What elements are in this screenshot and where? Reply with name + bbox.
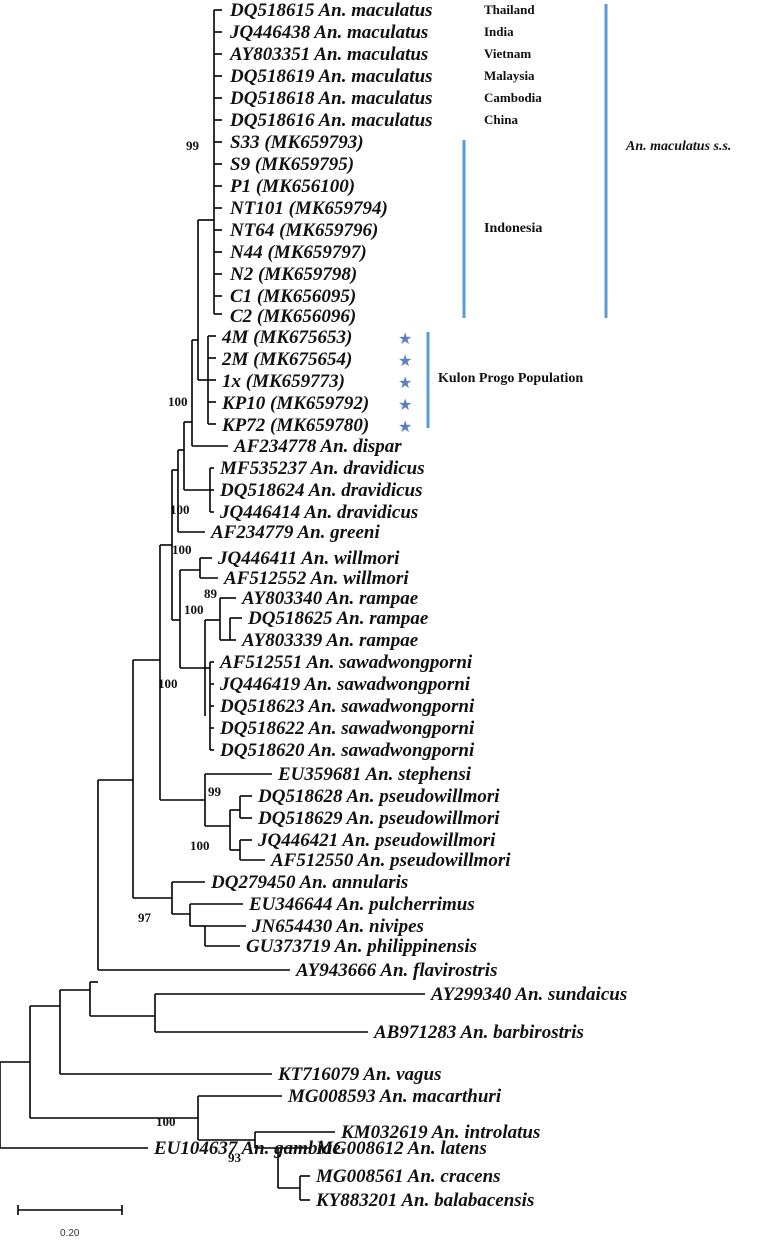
leaf-label: EU104637 An. gambiae (153, 1138, 341, 1159)
bootstrap-values: 99 100 100 100 100 89 100 99 100 97 100 … (138, 138, 242, 1165)
bootstrap-value: 89 (204, 586, 218, 601)
star-icon: ★ (398, 397, 412, 414)
leaf-label: DQ518624 An. dravidicus (219, 480, 423, 501)
leaf-label: S33 (MK659793) (230, 132, 364, 153)
bootstrap-value: 100 (156, 1114, 176, 1129)
leaf-label: DQ518622 An. sawadwongporni (219, 718, 475, 739)
leaf-label: MG008561 An. cracens (315, 1166, 501, 1187)
leaf-label: DQ518619 An. maculatus (229, 66, 433, 87)
leaf-label: AF512551 An. sawadwongporni (219, 652, 473, 673)
kulon-progo-stars: ★ ★ ★ ★ ★ (398, 331, 412, 436)
leaf-label: AY803351 An. maculatus (229, 44, 428, 65)
bootstrap-value: 100 (170, 502, 190, 517)
leaf-label: JN654430 An. nivipes (251, 916, 424, 937)
country-label: Thailand (484, 2, 535, 17)
leaf-label: C1 (MK656095) (230, 286, 356, 307)
leaf-label: 1x (MK659773) (222, 371, 345, 392)
country-label: Malaysia (484, 68, 535, 83)
leaf-label: AY299340 An. sundaicus (430, 984, 627, 1005)
leaf-label: DQ518620 An. sawadwongporni (219, 740, 475, 761)
leaf-label: KY883201 An. balabacensis (315, 1190, 534, 1211)
leaf-label: AF512550 An. pseudowillmori (270, 850, 511, 871)
bootstrap-value: 97 (138, 910, 152, 925)
scale-bar-label: 0.20 (60, 1228, 80, 1239)
leaf-label: 4M (MK675653) (221, 327, 352, 348)
leaf-label: P1 (MK656100) (229, 176, 355, 197)
leaf-label: AF234779 An. greeni (210, 522, 380, 543)
clade-annotations: An. maculatus s.s. Indonesia Kulon Progo… (426, 4, 731, 428)
leaf-label: JQ446414 An. dravidicus (219, 502, 418, 523)
leaf-label: JQ446421 An. pseudowillmori (257, 830, 496, 851)
bootstrap-value: 100 (184, 602, 204, 617)
bootstrap-value: 100 (158, 676, 178, 691)
country-labels: Thailand India Vietnam Malaysia Cambodia… (484, 2, 542, 127)
leaf-label: C2 (MK656096) (230, 306, 356, 327)
leaf-label: N2 (MK659798) (229, 264, 357, 285)
star-icon: ★ (398, 331, 412, 348)
leaf-label: MG008612 An. latens (315, 1138, 487, 1159)
bootstrap-value: 100 (172, 542, 192, 557)
country-label: Cambodia (484, 90, 542, 105)
leaf-label: S9 (MK659795) (230, 154, 354, 175)
leaf-label: KP10 (MK659792) (221, 393, 369, 414)
leaf-label: KP72 (MK659780) (221, 415, 369, 436)
leaf-labels: DQ518615 An. maculatus JQ446438 An. macu… (153, 0, 627, 1211)
leaf-label: DQ518628 An. pseudowillmori (257, 786, 500, 807)
bootstrap-value: 93 (228, 1150, 242, 1165)
leaf-label: NT101 (MK659794) (229, 198, 388, 219)
leaf-label: DQ279450 An. annularis (210, 872, 408, 893)
leaf-label: AY803340 An. rampae (241, 588, 419, 609)
leaf-label: N44 (MK659797) (229, 242, 367, 263)
leaf-label: DQ518629 An. pseudowillmori (257, 808, 500, 829)
leaf-label: NT64 (MK659796) (229, 220, 378, 241)
leaf-label: EU346644 An. pulcherrimus (248, 894, 475, 915)
leaf-label: DQ518616 An. maculatus (229, 110, 433, 131)
indonesia-label: Indonesia (484, 221, 542, 236)
leaf-label: 2M (MK675654) (221, 349, 352, 370)
leaf-label: JQ446419 An. sawadwongporni (219, 674, 471, 695)
tree-branches (0, 9, 425, 1201)
bootstrap-value: 99 (186, 138, 200, 153)
leaf-label: JQ446438 An. maculatus (229, 22, 428, 43)
maculatus-ss-label: An. maculatus s.s. (625, 139, 731, 154)
leaf-label: MG008593 An. macarthuri (287, 1086, 502, 1107)
star-icon: ★ (398, 353, 412, 370)
bootstrap-value: 100 (168, 394, 188, 409)
leaf-label: AF512552 An. willmori (223, 568, 409, 589)
star-icon: ★ (398, 375, 412, 392)
bootstrap-value: 100 (190, 838, 210, 853)
kulon-progo-label: Kulon Progo Population (438, 371, 583, 386)
star-icon: ★ (398, 419, 412, 436)
leaf-label: DQ518625 An. rampae (247, 608, 429, 629)
leaf-label: AY803339 An. rampae (241, 630, 419, 651)
leaf-label: DQ518615 An. maculatus (229, 0, 433, 21)
leaf-label: KM032619 An. introlatus (340, 1122, 540, 1143)
bootstrap-value: 99 (208, 784, 222, 799)
leaf-label: DQ518618 An. maculatus (229, 88, 433, 109)
scale-bar: 0.20 (17, 1205, 123, 1239)
leaf-label: AY943666 An. flavirostris (295, 960, 497, 981)
leaf-label: KT716079 An. vagus (277, 1064, 441, 1085)
country-label: India (484, 24, 514, 39)
country-label: China (484, 112, 518, 127)
country-label: Vietnam (484, 46, 531, 61)
leaf-label: AF234778 An. dispar (233, 436, 402, 457)
leaf-label: DQ518623 An. sawadwongporni (219, 696, 475, 717)
leaf-label: JQ446411 An. willmori (217, 548, 400, 569)
leaf-label: MF535237 An. dravidicus (219, 458, 425, 479)
leaf-label: GU373719 An. philippinensis (246, 936, 477, 957)
leaf-label: AB971283 An. barbirostris (373, 1022, 584, 1043)
leaf-label: EU359681 An. stephensi (277, 764, 472, 785)
